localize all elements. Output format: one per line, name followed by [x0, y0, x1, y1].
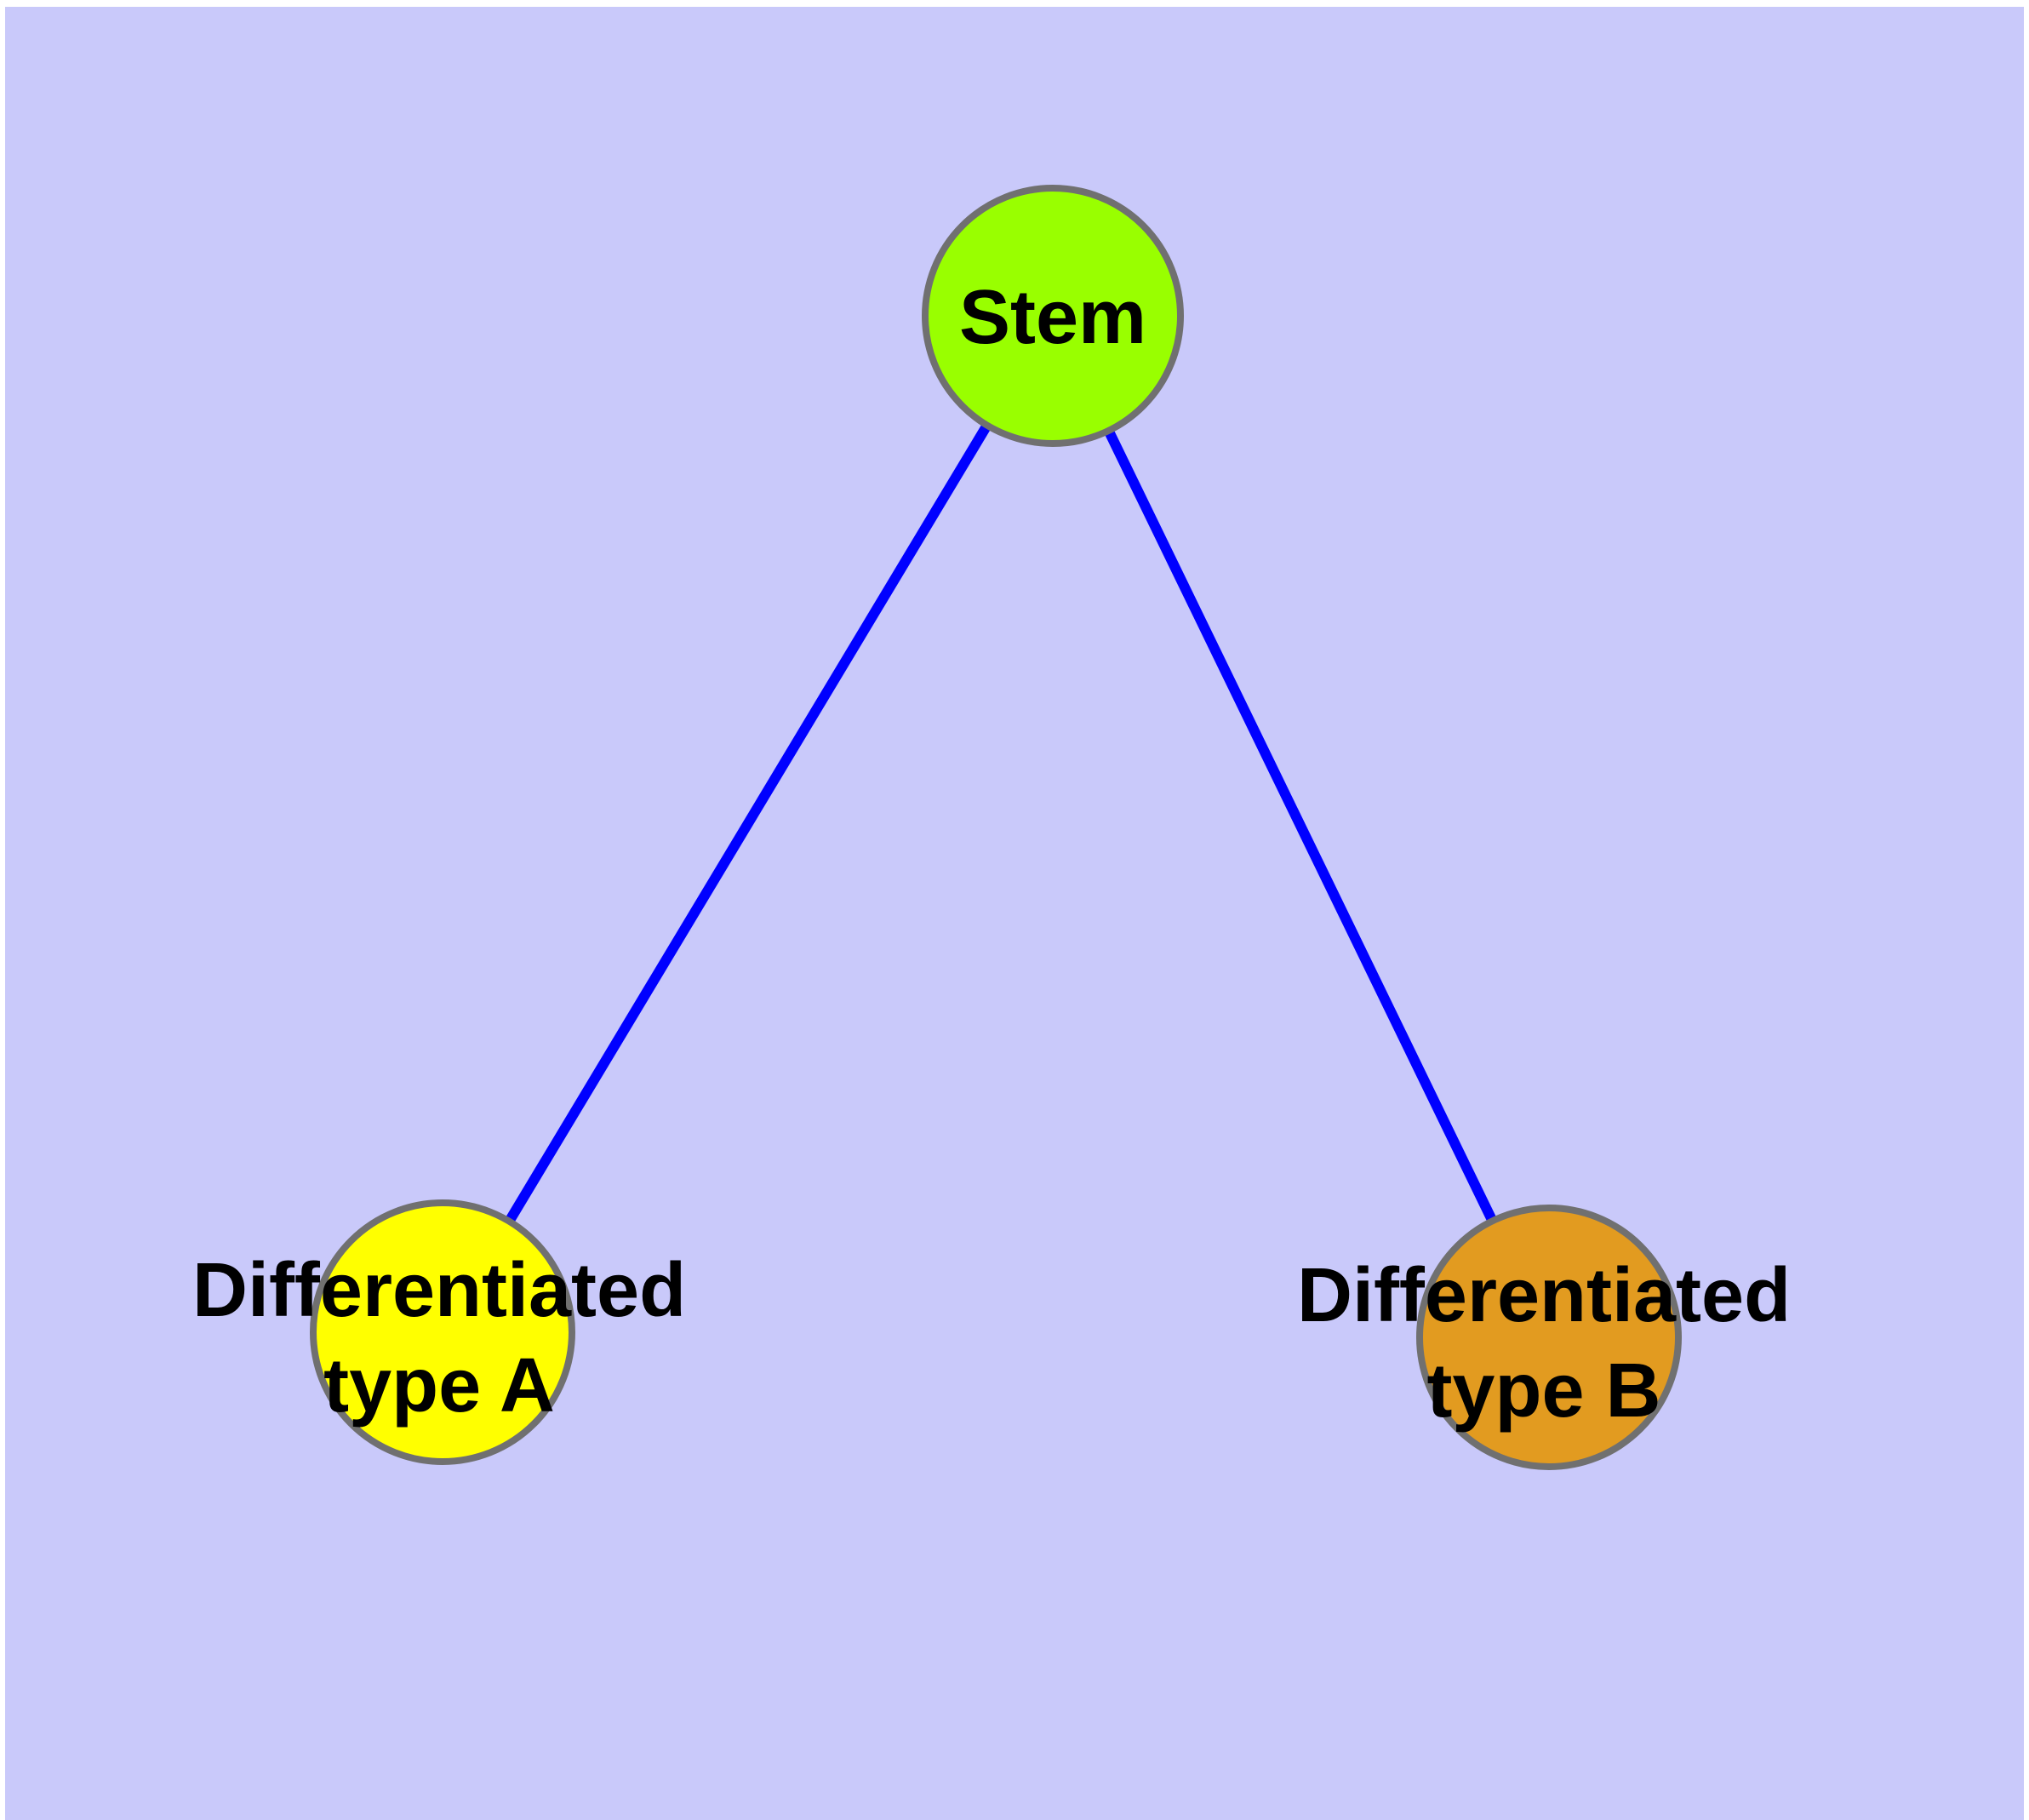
node-stem-circle	[922, 185, 1184, 447]
edge-stem-to-type-b	[1048, 313, 1554, 1340]
node-type-b-circle	[1416, 1205, 1682, 1470]
edge-stem-to-type-a	[437, 312, 1058, 1336]
node-type-a-circle	[310, 1199, 575, 1465]
